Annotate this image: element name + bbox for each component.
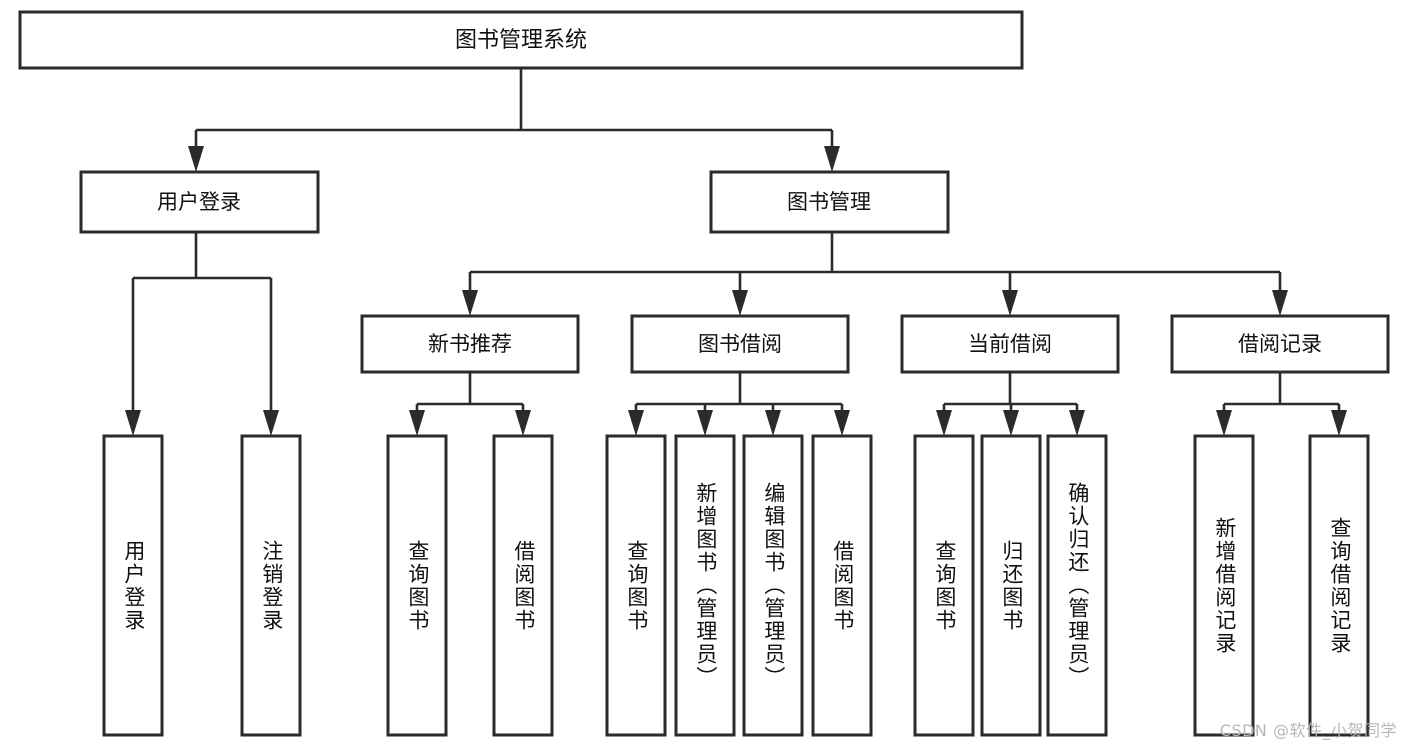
node-new-book-recommend-label: 新书推荐 [428,332,512,356]
leaf-query-record-box[interactable] [1308,434,1370,737]
arrow-to-leaf-query-book-3 [936,410,952,436]
node-book-manage-box[interactable] [709,170,950,234]
node-root-label: 图书管理系统 [455,28,587,53]
arrow-to-leaf-borrow-book-2 [834,410,850,436]
arrow-to-leaf-user-login [125,410,141,436]
arrow-to-leaf-user-logout [263,410,279,436]
leaf-return-book-box[interactable] [980,434,1042,737]
arrow-to-book-borrow [732,290,748,316]
arrow-to-leaf-borrow-book-1 [515,410,531,436]
arrow-to-user-login [188,146,204,172]
arrow-to-new-book-recommend [462,290,478,316]
node-new-book-recommend-box[interactable] [360,314,580,374]
leaf-query-book-3-box[interactable] [913,434,975,737]
node-current-borrow-label: 当前借阅 [968,332,1052,356]
leaf-add-book-box[interactable] [674,434,736,737]
leaf-query-book-1-box[interactable] [386,434,448,737]
node-root-box[interactable] [18,10,1024,70]
leaf-borrow-book-1-box[interactable] [492,434,554,737]
leaf-borrow-book-2-box[interactable] [811,434,873,737]
leaf-query-book-2-box[interactable] [605,434,667,737]
leaf-user-login-box[interactable] [102,434,164,737]
node-current-borrow[interactable]: 当前借阅 [900,314,1120,374]
node-borrow-record[interactable]: 借阅记录 [1170,314,1390,374]
connector-layer [125,68,1347,436]
arrow-to-leaf-query-book-2 [628,410,644,436]
arrow-to-current-borrow [1002,290,1018,316]
leaf-user-logout-box[interactable] [240,434,302,737]
arrow-to-leaf-add-record [1216,410,1232,436]
arrow-to-borrow-record [1272,290,1288,316]
leaf-confirm-return-box[interactable] [1046,434,1108,737]
arrow-to-leaf-confirm-return [1069,410,1085,436]
node-user-login-box[interactable] [79,170,320,234]
watermark-text: CSDN @软件_小贺同学 [1219,721,1397,740]
node-book-manage[interactable]: 图书管理 [709,170,950,234]
node-book-borrow-box[interactable] [630,314,850,374]
arrow-to-leaf-query-book-1 [409,410,425,436]
node-book-borrow[interactable]: 图书借阅 [630,314,850,374]
arrow-to-book-manage [824,146,840,172]
node-root[interactable]: 图书管理系统 [18,10,1024,70]
node-book-borrow-label: 图书借阅 [698,332,782,356]
arrow-to-leaf-return-book [1003,410,1019,436]
arrow-to-leaf-add-book [697,410,713,436]
arrow-to-leaf-edit-book [765,410,781,436]
node-borrow-record-box[interactable] [1170,314,1390,374]
node-book-manage-label: 图书管理 [787,190,871,214]
node-user-login-label: 用户登录 [157,190,241,214]
leaf-edit-book-box[interactable] [742,434,804,737]
node-borrow-record-label: 借阅记录 [1238,332,1322,356]
node-current-borrow-box[interactable] [900,314,1120,374]
node-user-login[interactable]: 用户登录 [79,170,320,234]
node-new-book-recommend[interactable]: 新书推荐 [360,314,580,374]
arrow-to-leaf-query-record [1331,410,1347,436]
leaf-add-record-box[interactable] [1193,434,1255,737]
